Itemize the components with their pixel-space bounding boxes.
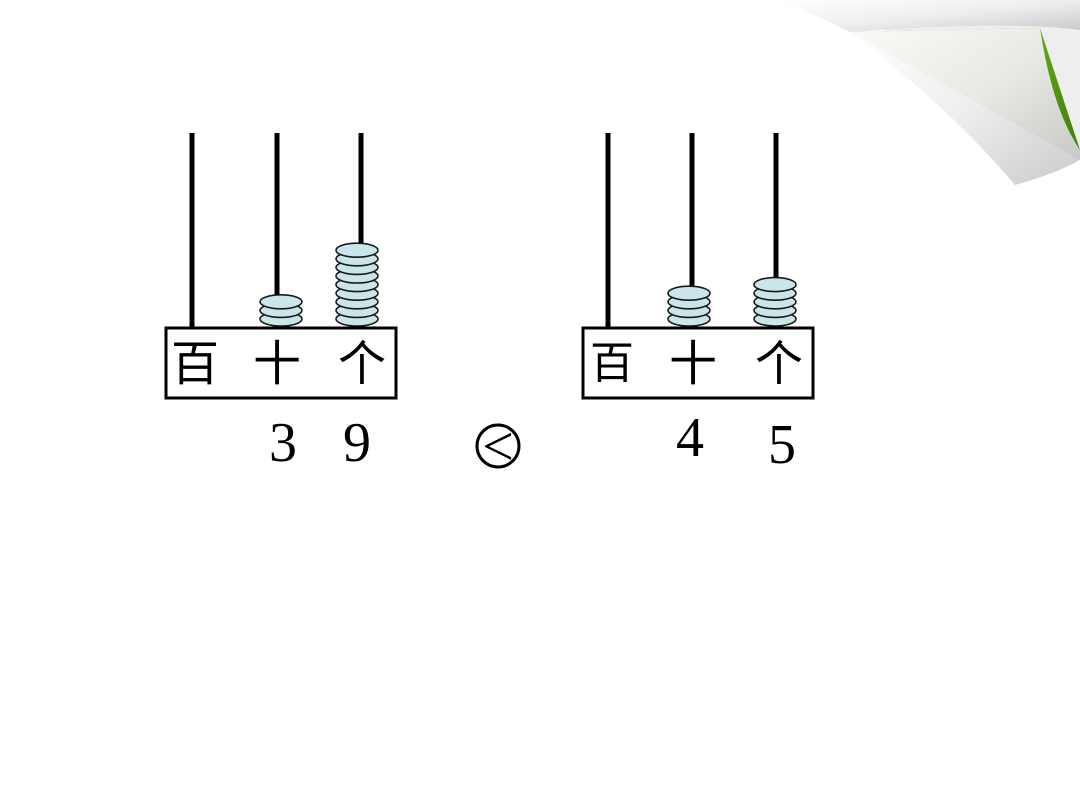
page-curl-decoration — [780, 0, 1080, 185]
label-tens: 十 — [669, 336, 717, 392]
bead — [753, 276, 797, 293]
bead-stack-tens — [259, 293, 303, 327]
bead-stack-tens — [667, 285, 711, 327]
bead — [259, 293, 303, 310]
place-value-box — [581, 326, 815, 400]
bead — [335, 242, 379, 258]
bead-stack-ones — [335, 242, 379, 327]
bead — [667, 285, 711, 302]
digit-ones: 5 — [768, 414, 796, 476]
label-hundreds: 百 — [171, 336, 219, 392]
digit-ones: 9 — [343, 412, 371, 474]
abacus-right: 百 十 个 4 5 — [581, 133, 815, 476]
answer-circle — [475, 423, 521, 469]
label-ones: 个 — [755, 336, 803, 392]
comparison-sign: < — [482, 416, 514, 478]
digit-tens: 3 — [269, 412, 297, 474]
bead-stack-ones — [753, 276, 797, 327]
abacus-left: 百 十 个 3 9 — [164, 133, 398, 474]
label-hundreds: 百 — [590, 338, 634, 389]
place-value-box — [164, 326, 398, 400]
label-ones: 个 — [338, 336, 386, 392]
label-tens: 十 — [253, 336, 301, 392]
digit-tens: 4 — [676, 407, 704, 469]
comparison-answer: < — [475, 416, 521, 478]
